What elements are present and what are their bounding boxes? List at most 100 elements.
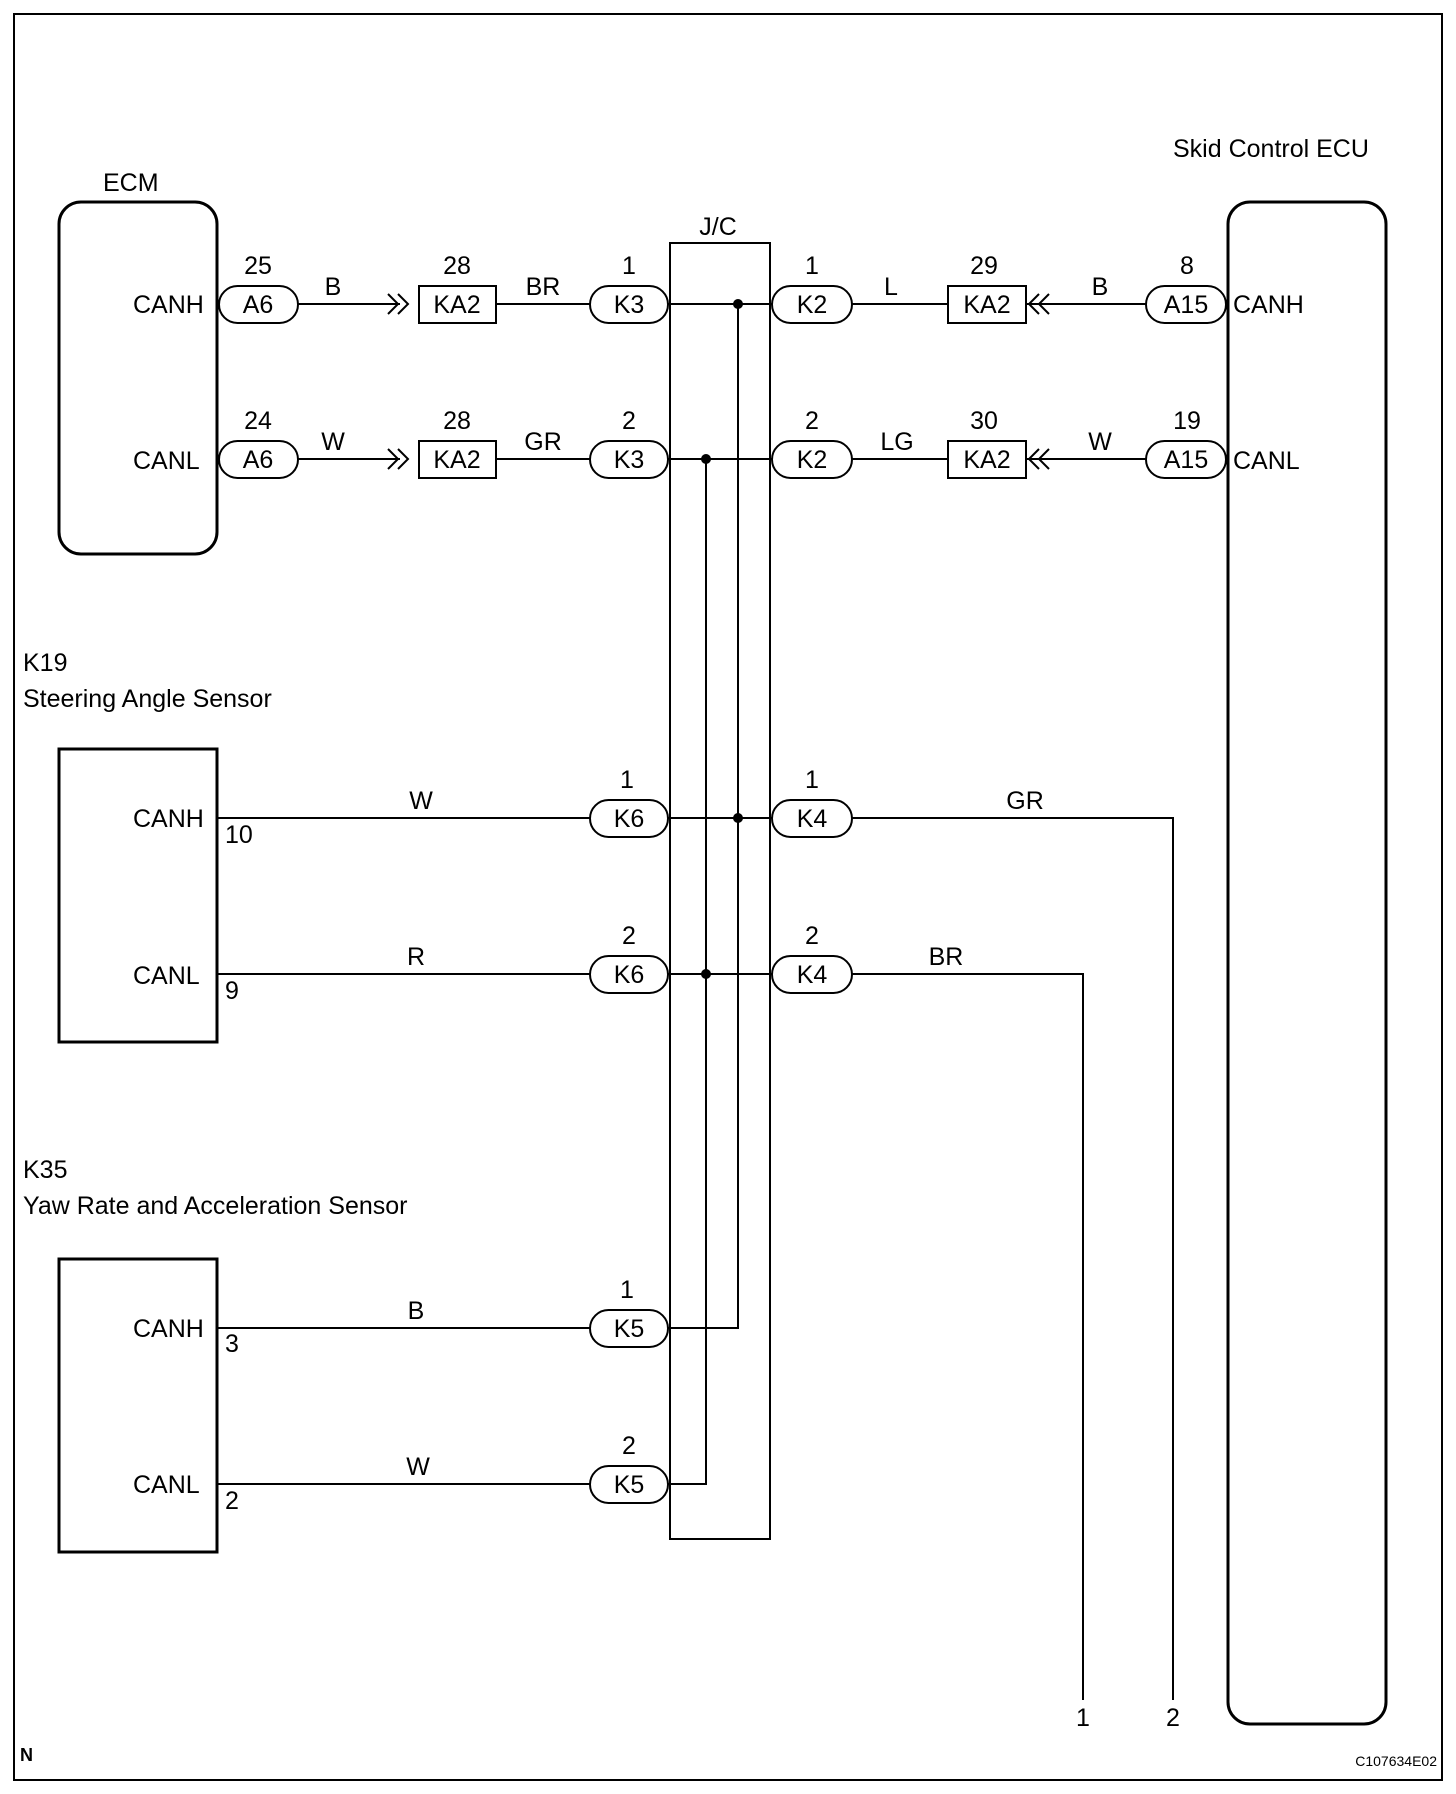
connector-arrow-icon xyxy=(397,448,410,470)
row4-k4: K4 xyxy=(797,961,828,989)
yaw-sensor-id: K35 xyxy=(23,1156,67,1184)
row4-k6-pin: 2 xyxy=(622,922,636,950)
row4-wire-br: BR xyxy=(929,943,964,971)
yaw-canh-pin: 3 xyxy=(225,1330,239,1358)
row3-wire-gr: GR xyxy=(1006,787,1044,815)
row1-k3-pin: 1 xyxy=(622,252,636,280)
connector-arrow-icon xyxy=(387,293,400,315)
row1-a6-pin: 25 xyxy=(244,252,272,280)
row4-k6: K6 xyxy=(614,961,645,989)
terminal-1: 1 xyxy=(1076,1704,1090,1732)
ecm-box xyxy=(57,200,219,556)
connector-a6-canh xyxy=(218,285,299,324)
ecm-title: ECM xyxy=(103,169,159,197)
row1-ka2-right: KA2 xyxy=(963,291,1010,319)
row2-a6-pin: 24 xyxy=(244,407,272,435)
row1-wire-l: L xyxy=(884,273,898,301)
row3-k6: K6 xyxy=(614,805,645,833)
row2-wire-w: W xyxy=(321,428,345,456)
row1-k2-pin: 1 xyxy=(805,252,819,280)
connector-k2-canh xyxy=(771,285,853,324)
terminal-2: 2 xyxy=(1166,1704,1180,1732)
steering-sensor-id: K19 xyxy=(23,649,67,677)
yaw-canl-pin: 2 xyxy=(225,1487,239,1515)
connector-k4-canh xyxy=(771,799,853,838)
row2-k3: K3 xyxy=(614,446,645,474)
outer-frame xyxy=(13,13,1443,1781)
row6-k5: K5 xyxy=(614,1471,645,1499)
steering-canh-pin: 10 xyxy=(225,821,253,849)
row4-k4-pin: 2 xyxy=(805,922,819,950)
connector-arrow-icon xyxy=(387,448,400,470)
row2-k3-pin: 2 xyxy=(622,407,636,435)
row6-wire-w: W xyxy=(406,1453,430,1481)
connector-a6-canl xyxy=(218,440,299,479)
row1-wiring xyxy=(218,285,1227,324)
jc-canl-bus xyxy=(668,458,707,1485)
splice-dot xyxy=(733,299,743,309)
yaw-canh-label: CANH xyxy=(133,1315,204,1343)
skid-ecu-title: Skid Control ECU xyxy=(1173,135,1369,163)
row5-k5: K5 xyxy=(614,1315,645,1343)
row2-ka2-right-pin: 30 xyxy=(970,407,998,435)
row2-wire-gr: GR xyxy=(524,428,562,456)
row1-k3: K3 xyxy=(614,291,645,319)
row2-ka2-right: KA2 xyxy=(963,446,1010,474)
row3-k6-pin: 1 xyxy=(620,766,634,794)
steering-sensor-title: Steering Angle Sensor xyxy=(23,685,272,713)
connector-ka2-left-canh xyxy=(418,285,497,324)
row2-wire-w-right: W xyxy=(1088,428,1112,456)
jc-label: J/C xyxy=(699,213,737,241)
row1-k2: K2 xyxy=(797,291,828,319)
row2-ka2-left-pin: 28 xyxy=(443,407,471,435)
connector-ka2-left-canl xyxy=(418,440,497,479)
row1-a6: A6 xyxy=(243,291,274,319)
figure-code: C107634E02 xyxy=(1355,1753,1437,1769)
connector-a15-canl xyxy=(1145,440,1227,479)
ecm-canl-label: CANL xyxy=(133,447,200,475)
row3-k4: K4 xyxy=(797,805,828,833)
row2-wire-lg: LG xyxy=(880,428,913,456)
jc-box xyxy=(669,242,771,1540)
yaw-sensor-title: Yaw Rate and Acceleration Sensor xyxy=(23,1192,408,1220)
steering-sensor-box xyxy=(57,747,219,1044)
yaw-sensor-box xyxy=(57,1257,219,1554)
splice-dot xyxy=(701,969,711,979)
yaw-canl-label: CANL xyxy=(133,1471,200,1499)
steering-canh-label: CANH xyxy=(133,805,204,833)
row2-a6: A6 xyxy=(243,446,274,474)
row5-wire-b: B xyxy=(408,1297,425,1325)
connector-ka2-right-canh xyxy=(947,285,1027,324)
connector-k2-canl xyxy=(771,440,853,479)
row1-ka2-left: KA2 xyxy=(433,291,480,319)
row1-a15: A15 xyxy=(1164,291,1208,319)
connector-a15-canh xyxy=(1145,285,1227,324)
row1-ka2-left-pin: 28 xyxy=(443,252,471,280)
row1-a15-pin: 8 xyxy=(1180,252,1194,280)
row2-k2: K2 xyxy=(797,446,828,474)
skid-ecu-box xyxy=(1226,200,1388,1726)
row1-ka2-right-pin: 29 xyxy=(970,252,998,280)
steering-canl-label: CANL xyxy=(133,962,200,990)
ecm-canh-label: CANH xyxy=(133,291,204,319)
skid-canh-label: CANH xyxy=(1233,291,1304,319)
row4-wire-r: R xyxy=(407,943,425,971)
sensor-wiring xyxy=(217,299,1174,1700)
row2-a15-pin: 19 xyxy=(1173,407,1201,435)
row1-wire-b: B xyxy=(325,273,342,301)
row2-wiring xyxy=(218,440,1227,479)
connector-arrow-icon xyxy=(397,293,410,315)
north-marker: N xyxy=(20,1745,33,1765)
row5-k5-pin: 1 xyxy=(620,1276,634,1304)
row2-k2-pin: 2 xyxy=(805,407,819,435)
connector-k4-canl xyxy=(771,955,853,994)
connector-ka2-right-canl xyxy=(947,440,1027,479)
row1-wire-br: BR xyxy=(526,273,561,301)
row6-k5-pin: 2 xyxy=(622,1432,636,1460)
skid-canl-label: CANL xyxy=(1233,447,1300,475)
row1-wire-b-right: B xyxy=(1092,273,1109,301)
row3-wire-w: W xyxy=(409,787,433,815)
row2-a15: A15 xyxy=(1164,446,1208,474)
steering-canl-pin: 9 xyxy=(225,977,239,1005)
